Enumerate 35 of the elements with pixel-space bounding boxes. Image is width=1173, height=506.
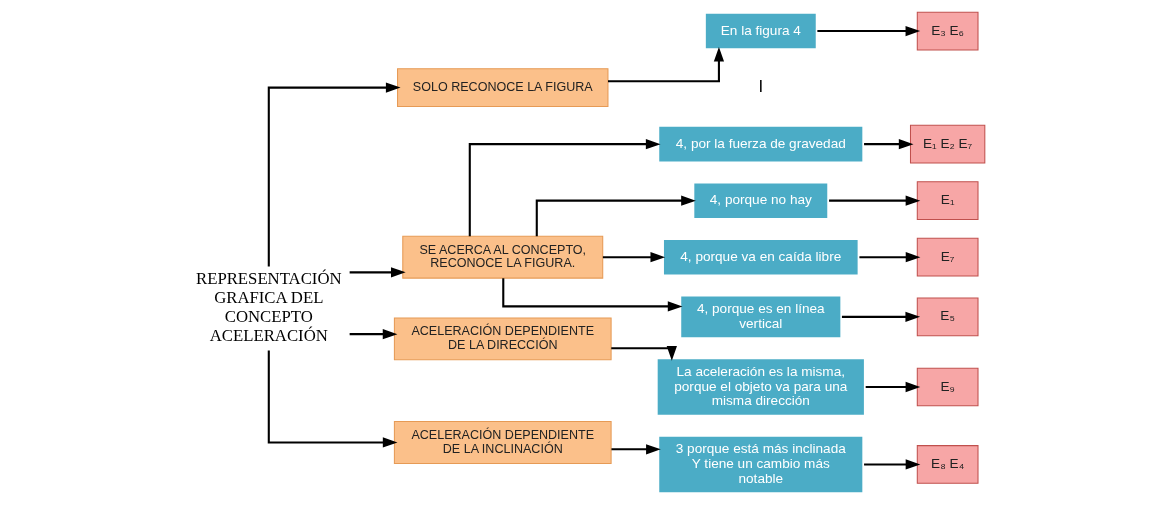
arrow bbox=[865, 381, 921, 393]
arrow bbox=[864, 459, 921, 470]
arrow bbox=[841, 311, 921, 322]
arrow bbox=[817, 25, 921, 37]
arrow bbox=[859, 252, 921, 263]
node-box: E₉ bbox=[916, 367, 979, 407]
node-box: ACELERACIÓN DEPENDIENTE DE LA INCLINACIÓN bbox=[393, 421, 612, 464]
arrow bbox=[602, 252, 666, 263]
node-box: ACELERACIÓN DEPENDIENTE DE LA DIRECCIÓN bbox=[393, 317, 612, 361]
label: I bbox=[758, 76, 764, 96]
node-box: 4, porque es en línea vertical bbox=[678, 293, 844, 341]
node-box: E₅ bbox=[916, 297, 979, 337]
arrow bbox=[349, 329, 398, 340]
node-box: E₃ E₆ bbox=[916, 11, 979, 51]
arrow bbox=[267, 82, 401, 267]
node-box: E₇ bbox=[916, 237, 979, 277]
arrow bbox=[349, 267, 406, 278]
node-box: 3 porque está más inclinada Y tiene un cambio más notable bbox=[656, 433, 866, 496]
node-box: E₁ E₂ E₇ bbox=[909, 124, 986, 164]
arrow bbox=[535, 195, 696, 237]
node-box: 4, por la fuerza de gravedad bbox=[656, 123, 866, 165]
node-box: SE ACERCA AL CONCEPTO, RECONOCE LA FIGURA. bbox=[402, 235, 604, 279]
arrow bbox=[608, 46, 725, 83]
arrow bbox=[611, 346, 677, 361]
node-box: E₈ E₄ bbox=[916, 445, 979, 484]
node-box: SOLO RECONOCE LA FIGURA bbox=[397, 68, 609, 107]
arrow bbox=[468, 139, 661, 237]
arrow bbox=[611, 444, 661, 455]
arrow bbox=[267, 350, 398, 448]
node-box: En la figura 4 bbox=[702, 10, 819, 52]
arrow bbox=[829, 195, 921, 206]
arrow bbox=[502, 278, 683, 312]
arrow bbox=[864, 139, 914, 150]
node-box: E₁ bbox=[916, 181, 979, 221]
node-text: REPRESENTACIÓN GRAFICA DEL CONCEPTO ACELERACIÓN bbox=[196, 269, 342, 345]
